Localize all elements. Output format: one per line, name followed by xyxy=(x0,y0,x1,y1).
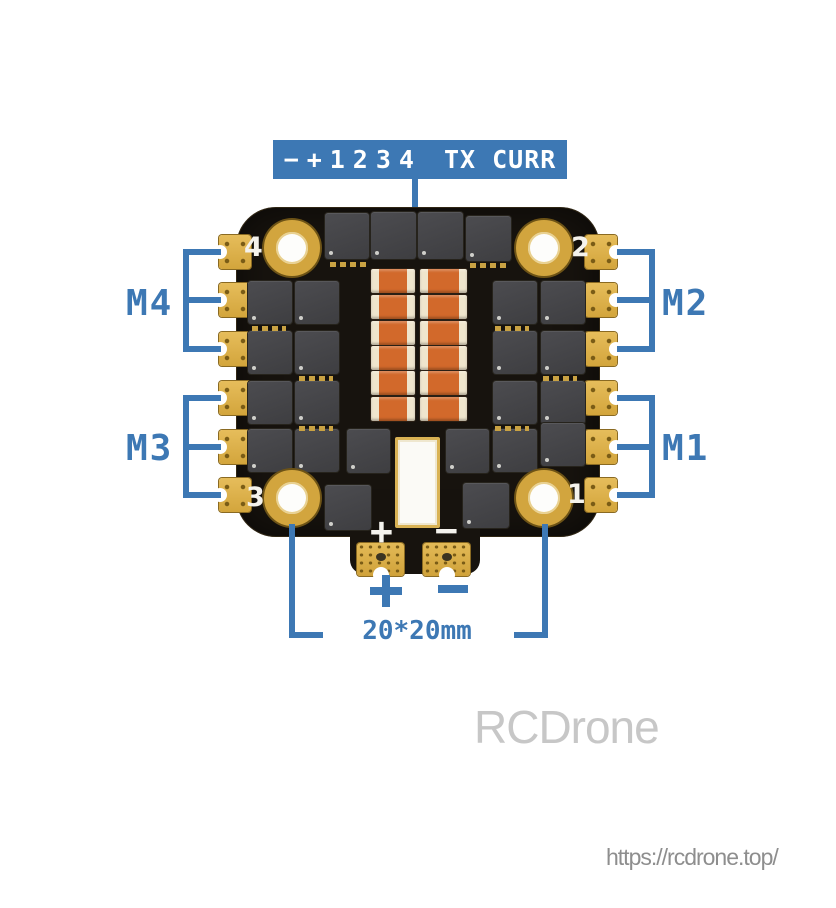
motor-pad xyxy=(585,381,623,415)
mosfet-chip xyxy=(493,331,537,374)
mosfet-chip xyxy=(248,331,292,374)
mosfet-chip xyxy=(541,281,585,324)
capacitor xyxy=(371,371,415,395)
solder-pads-strip xyxy=(470,263,506,268)
solder-pads-strip xyxy=(252,326,286,331)
capacitor xyxy=(371,321,415,345)
mosfet-chip xyxy=(248,429,292,472)
m4-bracket-line xyxy=(183,297,221,303)
mosfet-chip xyxy=(248,281,292,324)
silkscreen-minus: − xyxy=(435,508,458,552)
motor-pad xyxy=(585,283,623,317)
motor-pad xyxy=(213,381,251,415)
hole-number: 1 xyxy=(567,479,586,510)
capacitor xyxy=(420,295,467,319)
capacitor xyxy=(420,397,467,421)
dimension-label: 20*20mm xyxy=(362,616,472,646)
motor-label-m4: M4 xyxy=(126,283,174,324)
mosfet-chip xyxy=(541,423,585,466)
mosfet-chip xyxy=(493,429,537,472)
m1-bracket-line xyxy=(617,444,655,450)
battery-pad-negative xyxy=(423,543,470,583)
pinout-signals-label: TX CURR xyxy=(443,145,557,174)
mosfet-chip xyxy=(295,429,339,472)
mosfet-chip xyxy=(325,213,369,259)
m3-bracket-line xyxy=(183,444,221,450)
m2-bracket-line xyxy=(617,249,655,255)
dimension-line-right xyxy=(542,524,548,638)
motor-label-m3: M3 xyxy=(126,428,174,469)
m4-bracket-line xyxy=(183,249,221,255)
m2-bracket-line xyxy=(617,346,655,352)
solder-pads-strip xyxy=(495,326,529,331)
mounting-hole-3 xyxy=(264,470,320,526)
motor-pad xyxy=(585,430,623,464)
motor-pad xyxy=(585,478,623,512)
pinout-pins-label: −+1234 xyxy=(283,145,422,174)
m3-bracket-line xyxy=(183,492,221,498)
mosfet-chip xyxy=(493,281,537,324)
hole-number: 4 xyxy=(244,232,263,263)
mosfet-chip xyxy=(466,216,511,261)
m1-bracket-line xyxy=(617,492,655,498)
battery-minus-icon xyxy=(438,585,468,593)
capacitor xyxy=(371,346,415,370)
m2-bracket-line xyxy=(617,297,655,303)
mounting-hole-2 xyxy=(516,220,572,276)
mounting-hole-1 xyxy=(516,470,572,526)
mosfet-chip xyxy=(295,281,339,324)
capacitor xyxy=(420,269,467,293)
mosfet-chip xyxy=(347,429,390,473)
pinout-callout: −+1234 TX CURR xyxy=(273,140,567,179)
hole-number: 3 xyxy=(246,482,265,513)
center-component xyxy=(395,437,440,528)
battery-plus-icon xyxy=(370,575,402,607)
motor-label-m2: M2 xyxy=(662,283,710,324)
solder-pads-strip xyxy=(299,426,333,431)
mosfet-chip xyxy=(463,483,509,528)
pinout-pointer-line xyxy=(412,179,418,207)
mosfet-chip xyxy=(325,485,371,530)
m1-bracket-line xyxy=(617,395,655,401)
capacitor xyxy=(420,371,467,395)
motor-label-m1: M1 xyxy=(662,428,710,469)
dimension-line-left xyxy=(289,524,295,638)
mosfet-chip xyxy=(295,381,339,424)
mounting-hole-4 xyxy=(264,220,320,276)
silkscreen-plus: + xyxy=(370,509,393,553)
brand-watermark: RCDrone xyxy=(474,701,660,753)
motor-pad xyxy=(213,283,251,317)
motor-pad xyxy=(585,235,623,269)
solder-pads-strip xyxy=(330,262,366,267)
solder-pads-strip xyxy=(299,376,333,381)
mosfet-chip xyxy=(541,381,585,424)
mosfet-chip xyxy=(371,212,416,259)
motor-pad xyxy=(213,235,251,269)
mosfet-chip xyxy=(446,429,489,473)
capacitor xyxy=(420,346,467,370)
capacitor xyxy=(371,269,415,293)
capacitor xyxy=(371,295,415,319)
dimension-tick-right xyxy=(514,632,548,638)
m3-bracket-line xyxy=(183,395,221,401)
hole-number: 2 xyxy=(571,232,590,263)
dimension-tick-left xyxy=(289,632,323,638)
m4-bracket-line xyxy=(183,346,221,352)
capacitor xyxy=(420,321,467,345)
motor-pad xyxy=(213,430,251,464)
capacitor xyxy=(371,397,415,421)
mosfet-chip xyxy=(248,381,292,424)
mosfet-chip xyxy=(295,331,339,374)
mosfet-chip xyxy=(418,212,463,259)
solder-pads-strip xyxy=(495,426,529,431)
mosfet-chip xyxy=(493,381,537,424)
motor-pad xyxy=(213,332,251,366)
motor-pad xyxy=(585,332,623,366)
website-url: https://rcdrone.top/ xyxy=(606,844,779,870)
mosfet-chip xyxy=(541,331,585,374)
solder-pads-strip xyxy=(543,376,577,381)
